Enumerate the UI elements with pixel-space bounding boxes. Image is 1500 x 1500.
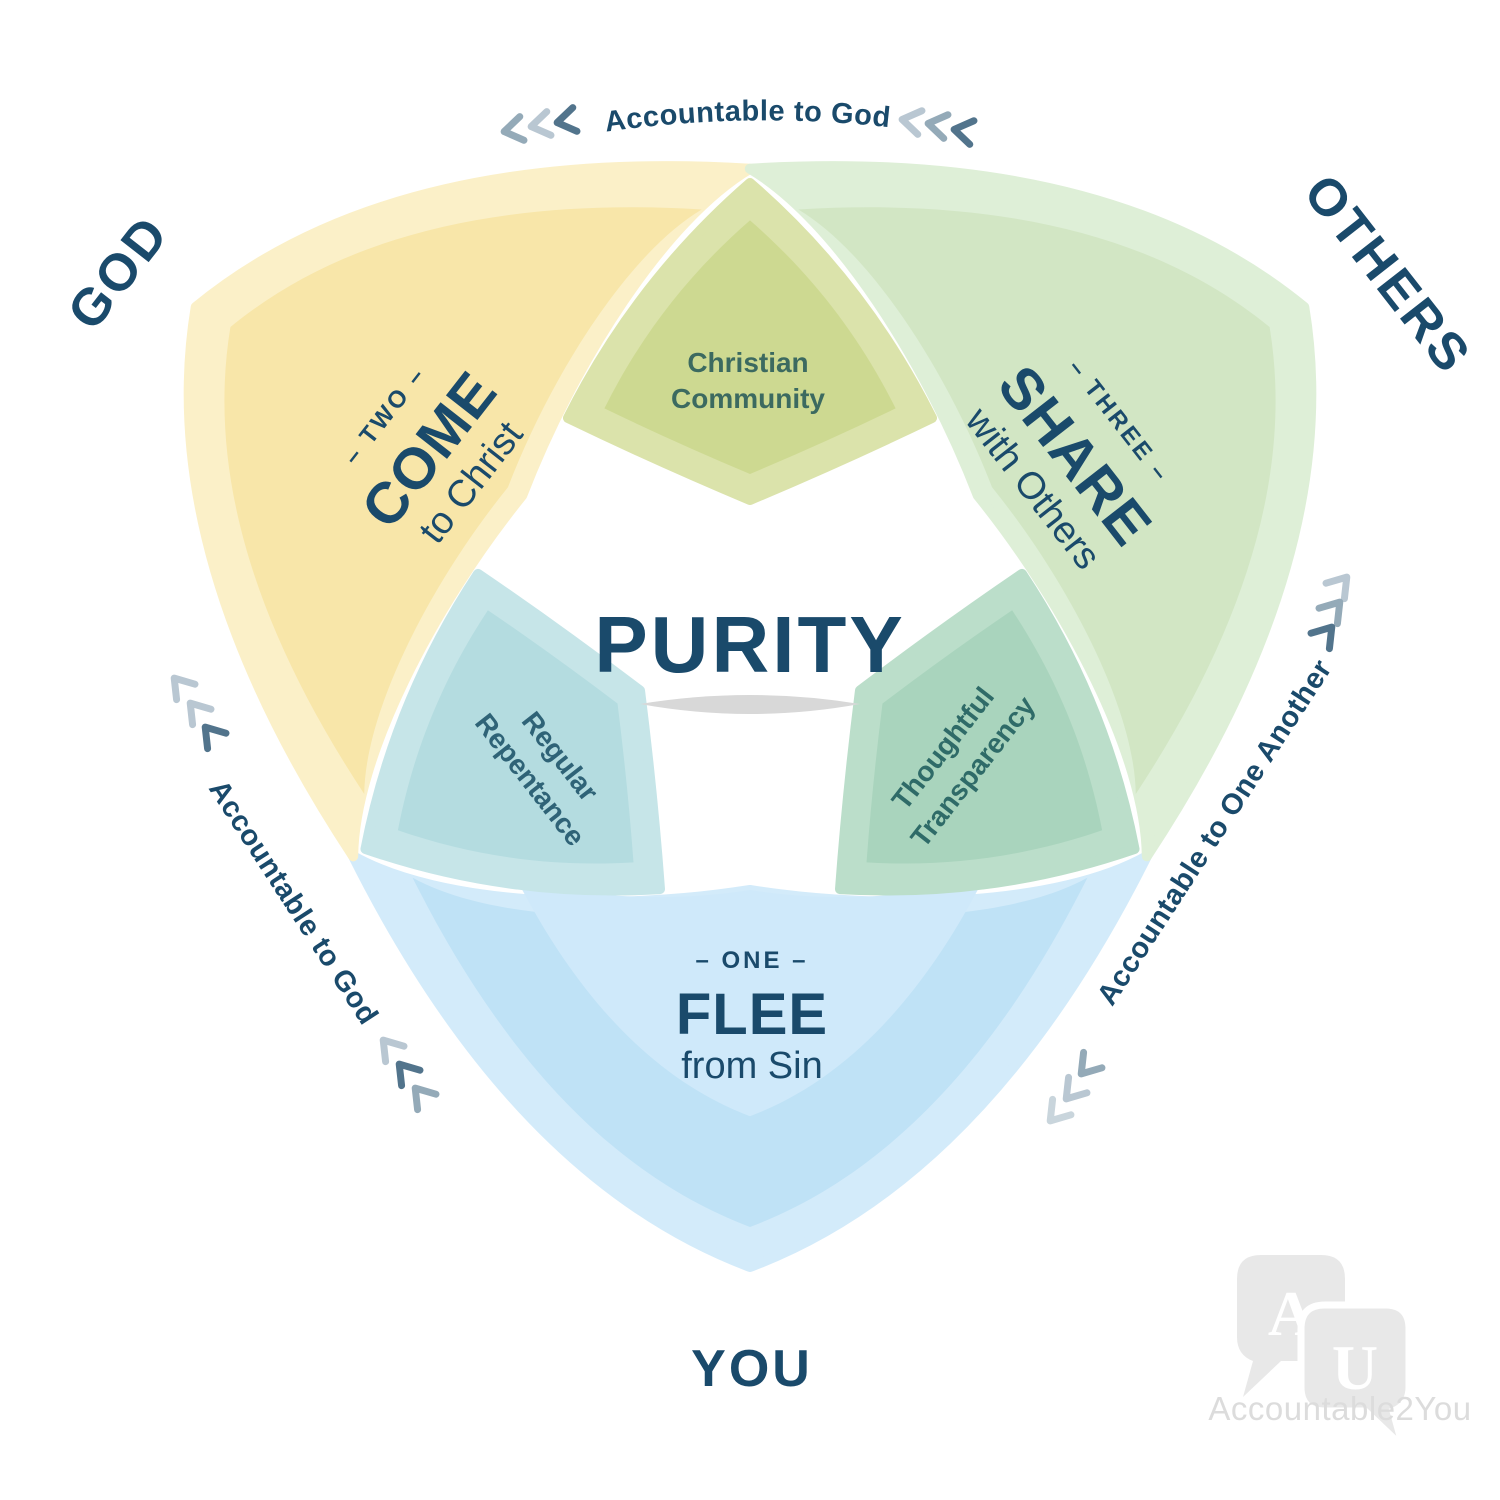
chevrons-left-lower [374, 1032, 436, 1109]
chevron-arrow-icon [900, 108, 922, 135]
step-flee-action: FLEE [676, 982, 828, 1047]
chevron-arrow-icon [406, 1080, 436, 1109]
edge-label-top: Accountable to God [603, 95, 893, 138]
chevron-arrow-icon [502, 117, 524, 144]
step-flee-detail: from Sin [681, 1045, 822, 1087]
chevrons-left-upper [165, 670, 226, 748]
logo-wordmark: Accountable2You [1208, 1390, 1471, 1427]
chevron-arrow-icon [196, 719, 226, 748]
corner-label-god-group: GOD [57, 205, 181, 341]
corner-label-god: GOD [57, 205, 181, 341]
center-purity-label: PURITY [594, 600, 905, 689]
logo-bubble-u-icon [1297, 1301, 1413, 1459]
overlap-top-label-line1: Christian [687, 347, 808, 378]
chevron-arrow-icon [926, 112, 948, 139]
overlap-top-label-line2: Community [671, 383, 825, 414]
chevrons-top-left [502, 108, 577, 144]
logo-bubble-a-icon [1237, 1255, 1345, 1397]
purity-underline-ellipse [640, 695, 860, 714]
chevron-arrow-icon [374, 1032, 404, 1061]
accountable2you-logo: A U Accountable2You [1208, 1255, 1471, 1459]
corner-label-you: YOU [691, 1340, 813, 1398]
chevron-arrow-icon [555, 108, 577, 135]
chevrons-right-lower [1041, 1052, 1102, 1128]
chevron-arrow-icon [1326, 569, 1356, 598]
step-flee-label-group: – ONE – FLEE from Sin [676, 947, 828, 1087]
chevron-arrow-icon [529, 112, 551, 139]
chevron-arrow-icon [952, 118, 974, 145]
chevron-arrow-icon [165, 670, 195, 699]
chevron-arrow-icon [1041, 1099, 1071, 1128]
chevrons-right-upper [1311, 569, 1356, 648]
chevron-arrow-icon [1057, 1077, 1087, 1106]
step-flee-number: – ONE – [695, 947, 808, 974]
chevron-arrow-icon [390, 1056, 420, 1085]
chevron-arrow-icon [1072, 1052, 1102, 1081]
corner-label-others-group: OTHERS [1292, 164, 1482, 385]
corner-label-others: OTHERS [1292, 164, 1482, 385]
chevron-arrow-icon [181, 695, 211, 724]
logo-letter-u: U [1332, 1332, 1378, 1403]
overlap-top-label-group: Christian Community [671, 347, 825, 414]
chevrons-top-right [900, 108, 974, 145]
